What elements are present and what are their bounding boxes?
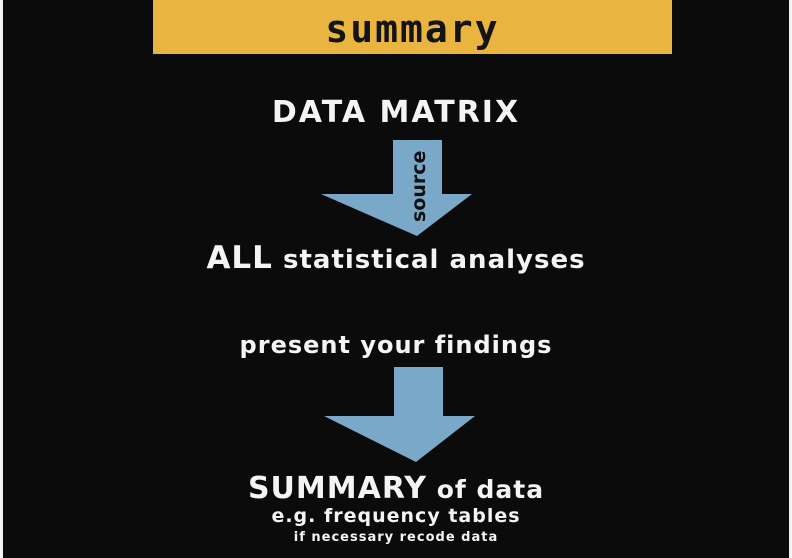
recode-note: if necessary recode data: [293, 530, 499, 545]
all-word: ALL: [206, 240, 273, 276]
arrow-source: source: [321, 140, 472, 236]
arrow-down-icon: [321, 140, 472, 236]
left-edge: [0, 0, 3, 558]
arrow-down-icon: [324, 367, 475, 462]
summary-word: SUMMARY: [247, 471, 428, 506]
all-analyses-label: ALL statistical analyses: [0, 240, 792, 276]
of-data-text: of data: [427, 475, 545, 504]
arrow-source-label: source: [408, 151, 430, 222]
arrow-present: [324, 367, 475, 462]
example-label: e.g. frequency tables: [271, 505, 521, 527]
title-banner: summary: [153, 0, 672, 54]
right-edge: [789, 0, 792, 558]
page-title: summary: [325, 7, 500, 51]
present-findings-label: present your findings: [239, 331, 553, 359]
data-matrix-label: DATA MATRIX: [271, 95, 521, 130]
summary-of-data-label: SUMMARY of data: [0, 471, 792, 506]
analyses-text: statistical analyses: [272, 245, 586, 275]
